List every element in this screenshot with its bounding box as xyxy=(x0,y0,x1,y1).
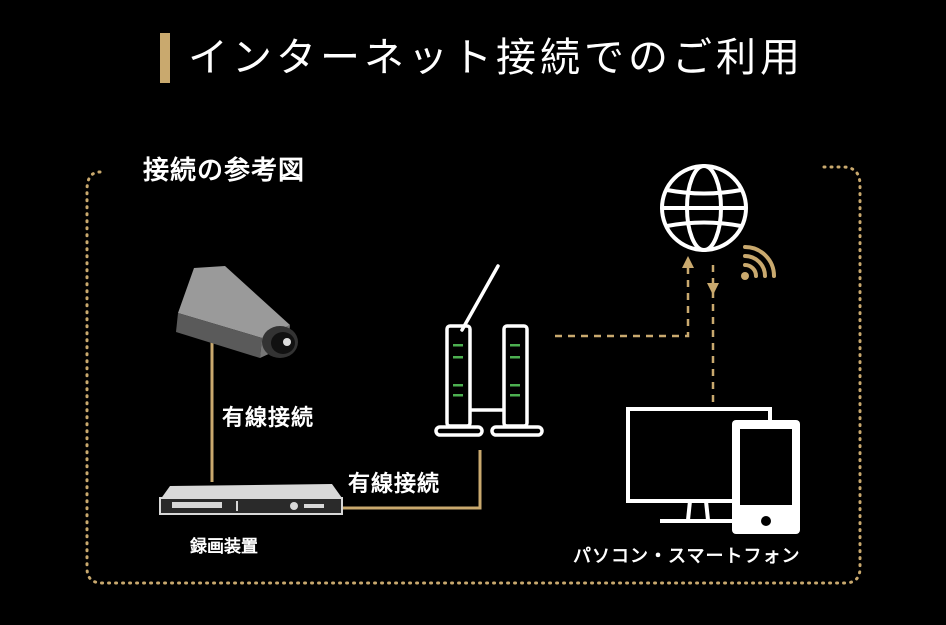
down-arrow-icon xyxy=(707,283,719,295)
recorder-label: 録画装置 xyxy=(190,537,258,557)
router-icon xyxy=(434,264,544,437)
router-leds xyxy=(453,344,520,397)
wifi-signal-icon xyxy=(741,245,776,280)
title-accent-bar xyxy=(160,33,170,83)
smartphone-icon xyxy=(732,420,800,534)
page-title: インターネット接続でのご利用 xyxy=(188,35,804,81)
internet-dashed-link xyxy=(555,268,690,338)
diagram-label: 接続の参考図 xyxy=(143,156,306,186)
globe-icon xyxy=(660,164,748,252)
security-camera-icon xyxy=(176,266,298,358)
dotted-frame xyxy=(85,165,862,585)
wired-connection-label-camera: 有線接続 xyxy=(222,406,315,431)
recorder-device-icon xyxy=(159,484,343,515)
wired-connection-label-router: 有線接続 xyxy=(348,472,441,497)
devices-label: パソコン・スマートフォン xyxy=(573,546,801,567)
up-arrow-icon xyxy=(682,256,694,268)
router-cable xyxy=(330,450,482,510)
